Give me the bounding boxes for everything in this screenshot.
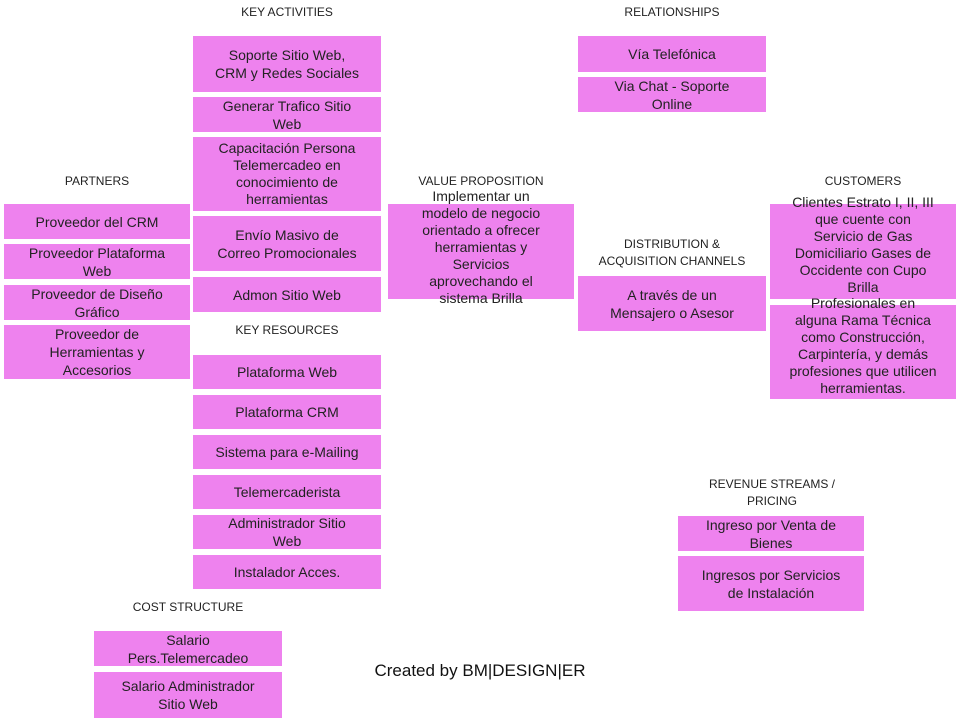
distribution-box: A través de un Mensajero o Asesor — [578, 276, 766, 331]
partner-box: Proveedor del CRM — [4, 204, 190, 239]
distribution-heading: DISTRIBUTION & ACQUISITION CHANNELS — [598, 237, 746, 268]
key-activities-heading: KEY ACTIVITIES — [241, 5, 333, 19]
customer-box: Profesionales en alguna Rama Técnica com… — [789, 295, 937, 396]
revenue-box: Ingreso por Venta de Bienes — [678, 516, 864, 551]
key-resource-box: Administrador Sitio Web — [193, 515, 381, 549]
partner-box: Proveedor de Diseño Gráfico — [4, 285, 190, 320]
revenue-box: Ingresos por Servicios de Instalación — [678, 556, 864, 611]
cost-heading: COST STRUCTURE — [132, 600, 244, 614]
relationship-box: Vía Telefónica — [578, 36, 766, 72]
key-resource-box: Telemercaderista — [193, 475, 381, 509]
key-activity-box: Admon Sitio Web — [193, 277, 381, 312]
value-proposition-heading: VALUE PROPOSITION — [418, 174, 544, 188]
key-resource-box: Sistema para e-Mailing — [193, 435, 381, 469]
footer-credit: Created by BM|DESIGN|ER — [374, 661, 586, 680]
partners-heading: PARTNERS — [64, 174, 130, 188]
relationship-box: Via Chat - Soporte Online — [578, 77, 766, 112]
partner-box: Proveedor de Herramientas y Accesorios — [4, 325, 190, 379]
cost-box: Salario Pers.Telemercadeo — [94, 631, 282, 666]
key-activity-box: Envío Masivo de Correo Promocionales — [193, 216, 381, 271]
customers-heading: CUSTOMERS — [824, 174, 902, 188]
key-activity-box: Generar Trafico Sitio Web — [193, 97, 381, 132]
key-resource-box: Instalador Acces. — [193, 555, 381, 589]
key-activity-box: Soporte Sitio Web, CRM y Redes Sociales — [193, 36, 381, 92]
key-resource-box: Plataforma Web — [193, 355, 381, 389]
key-resource-box: Plataforma CRM — [193, 395, 381, 429]
key-resources-heading: KEY RESOURCES — [235, 323, 339, 337]
value-proposition-box: Implementar un modelo de negocio orienta… — [421, 188, 541, 306]
relationships-heading: RELATIONSHIPS — [624, 5, 720, 19]
revenue-heading: REVENUE STREAMS / PRICING — [708, 477, 836, 508]
partner-box: Proveedor Plataforma Web — [4, 244, 190, 279]
cost-box: Salario Administrador Sitio Web — [94, 672, 282, 718]
customer-box: Clientes Estrato I, II, III que cuente c… — [792, 194, 934, 295]
key-activity-box: Capacitación Persona Telemercadeo en con… — [193, 137, 381, 211]
